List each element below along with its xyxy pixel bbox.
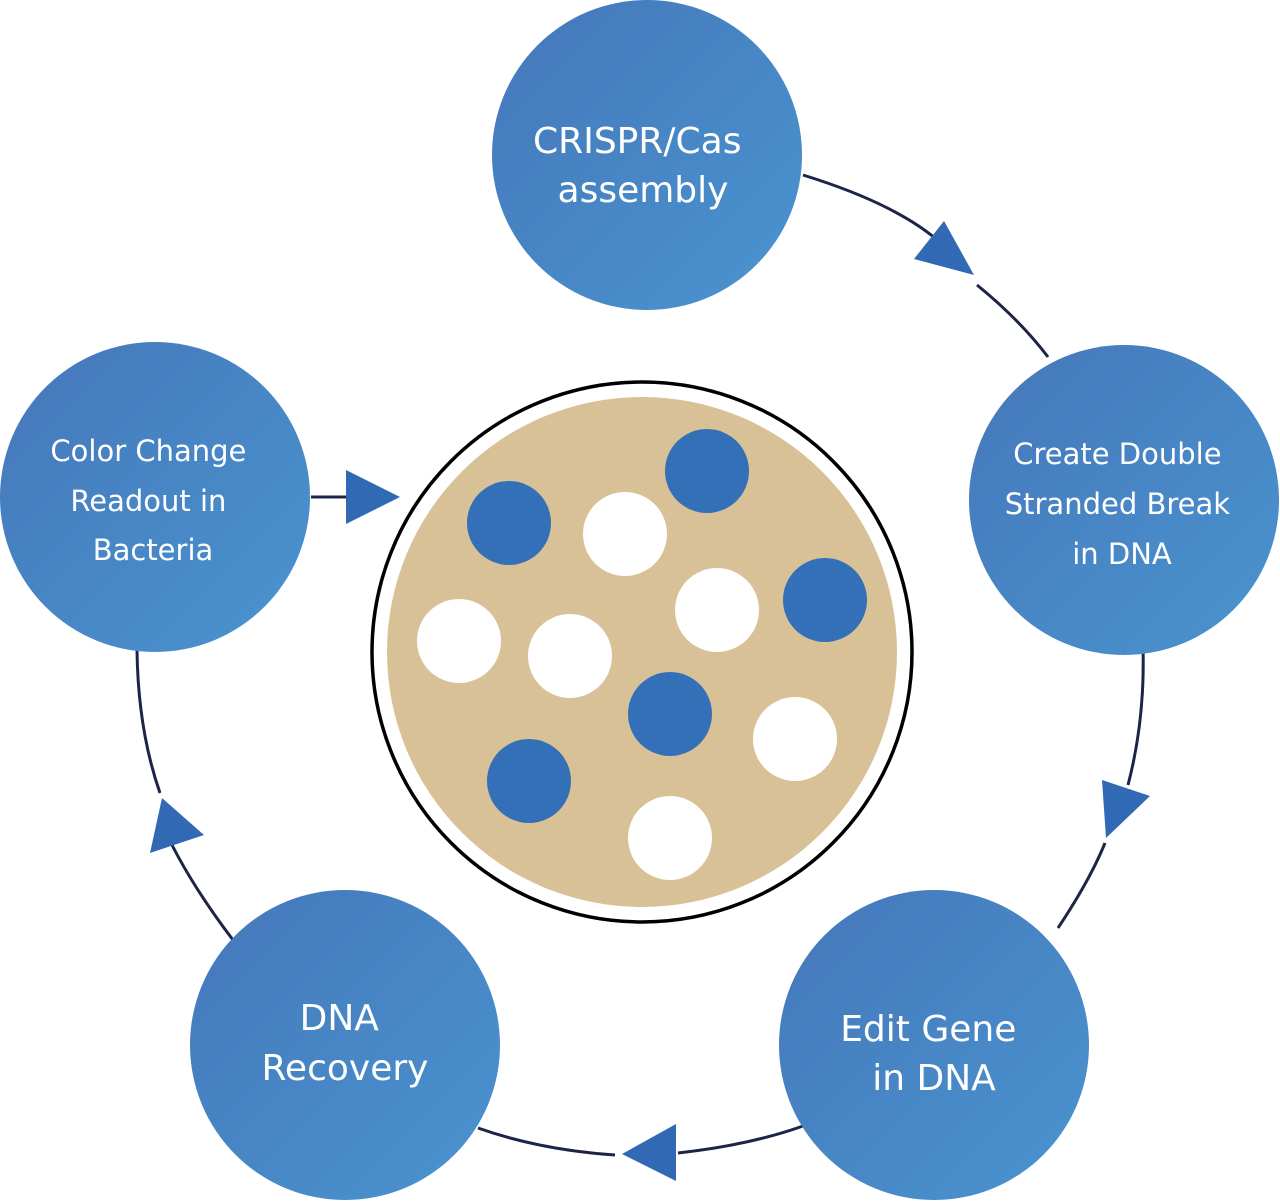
petri-dish [370, 380, 914, 924]
arrowhead-5 [346, 470, 400, 524]
node-label-line: CRISPR/Cas [533, 121, 741, 162]
colony-white [528, 614, 612, 698]
node-label-line: Bacteria [93, 533, 214, 567]
node-label-line: assembly [558, 170, 729, 211]
connector-crispr-to-break [802, 173, 1050, 358]
colony-blue [783, 558, 867, 642]
connector-edit-to-recovery [477, 1124, 804, 1157]
connector-recovery-to-readout [135, 649, 235, 941]
node-label-line: Create Double [1013, 437, 1221, 471]
arrowhead-4 [150, 798, 204, 853]
node-label-line: Stranded Break [1005, 487, 1231, 521]
colony-blue [628, 672, 712, 756]
step-node-crispr: CRISPR/Cas assembly [492, 0, 802, 310]
colony-white [583, 492, 667, 576]
colony-blue [467, 481, 551, 565]
step-node-color-change-readout: Color Change Readout in Bacteria [0, 342, 310, 652]
node-circle [0, 342, 310, 652]
node-label-line: in DNA [1072, 537, 1172, 571]
bacteria-colonies [417, 429, 867, 880]
step-node-edit-gene: Edit Gene in DNA [779, 890, 1089, 1200]
step-node-double-stranded-break: Create Double Stranded Break in DNA [969, 345, 1279, 655]
node-label-line: in DNA [872, 1058, 996, 1099]
colony-white [675, 568, 759, 652]
svg-text:DNA Recovery: DNA Recovery [262, 998, 429, 1089]
svg-text:Color Change Readout in: Color Change Readout in Bacteria [50, 434, 255, 567]
svg-text:Edit Gene in DNA: Edit Gene in DNA [840, 1009, 1028, 1099]
cycle-arrowheads [150, 221, 1150, 1181]
node-circle [492, 0, 802, 310]
node-label-line: Color Change [50, 434, 246, 468]
svg-text:Create Double Stranded B: Create Double Stranded Break in DNA [1005, 437, 1240, 571]
colony-white [628, 796, 712, 880]
arrowhead-1 [914, 221, 974, 275]
connector-break-to-edit [1056, 647, 1145, 929]
colony-blue [665, 429, 749, 513]
node-circle [969, 345, 1279, 655]
node-label-line: Readout in [70, 484, 226, 518]
node-circle [190, 890, 500, 1200]
arrowhead-3 [622, 1124, 676, 1181]
step-node-dna-recovery: DNA Recovery [190, 890, 500, 1200]
colony-white [753, 697, 837, 781]
colony-white [417, 599, 501, 683]
svg-text:CRISPR/Cas assembly: CRISPR/Cas assembly [533, 121, 753, 211]
colony-blue [487, 739, 571, 823]
node-label-line: Edit Gene [840, 1009, 1016, 1050]
node-label-line: DNA [300, 998, 380, 1039]
arrowhead-2 [1102, 780, 1150, 838]
node-circle [779, 890, 1089, 1200]
node-label-line: Recovery [262, 1048, 429, 1089]
